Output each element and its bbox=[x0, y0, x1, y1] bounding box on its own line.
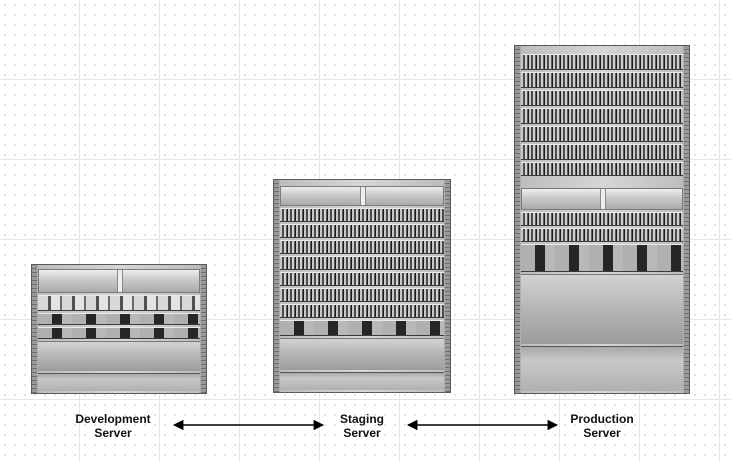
line-card bbox=[280, 256, 444, 270]
line-card bbox=[521, 228, 683, 242]
production-server-chassis bbox=[514, 45, 690, 394]
fan-tray bbox=[280, 338, 444, 370]
line-card bbox=[280, 320, 444, 336]
rack-rail-left bbox=[274, 180, 279, 392]
chassis-base bbox=[521, 346, 683, 391]
line-card bbox=[280, 288, 444, 302]
line-card bbox=[521, 144, 683, 160]
chassis-top-cover bbox=[280, 186, 444, 206]
line-card bbox=[280, 240, 444, 254]
line-card bbox=[521, 244, 683, 272]
line-card bbox=[280, 272, 444, 286]
rack-rail-right bbox=[684, 46, 689, 393]
rack-rail-right bbox=[201, 265, 206, 393]
line-card bbox=[280, 208, 444, 222]
line-card bbox=[38, 295, 200, 311]
line-card bbox=[280, 304, 444, 318]
rack-rail-right bbox=[445, 180, 450, 392]
node-label-production: Production Server bbox=[570, 412, 634, 440]
node-label-staging: Staging Server bbox=[340, 412, 384, 440]
line-card bbox=[521, 108, 683, 124]
line-card bbox=[521, 212, 683, 226]
chassis-base bbox=[280, 372, 444, 390]
line-card bbox=[521, 126, 683, 142]
chassis-top-cover bbox=[38, 269, 200, 293]
fan-tray bbox=[521, 274, 683, 344]
line-card bbox=[521, 72, 683, 88]
line-card bbox=[280, 224, 444, 238]
staging-server-chassis bbox=[273, 179, 451, 393]
line-card bbox=[38, 327, 200, 339]
fan-tray bbox=[38, 341, 200, 371]
line-card bbox=[521, 162, 683, 176]
line-card bbox=[521, 54, 683, 70]
development-server-chassis bbox=[31, 264, 207, 394]
line-card bbox=[38, 313, 200, 325]
chassis-mid-cover bbox=[521, 188, 683, 210]
node-label-development: Development Server bbox=[75, 412, 151, 440]
line-card bbox=[521, 90, 683, 106]
rack-rail-left bbox=[32, 265, 37, 393]
rack-rail-left bbox=[515, 46, 520, 393]
chassis-base bbox=[38, 373, 200, 391]
